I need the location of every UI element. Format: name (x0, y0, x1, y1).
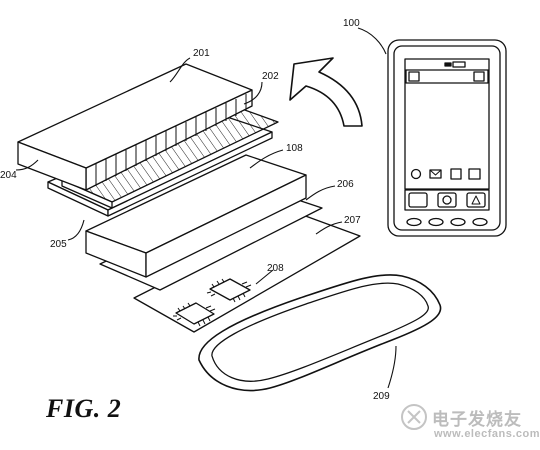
mail-icon (429, 169, 442, 179)
soft-key (428, 217, 444, 227)
browser-button (466, 192, 486, 208)
chip-icon (206, 278, 252, 303)
phone-button (408, 192, 428, 208)
chip-icon (173, 302, 216, 327)
display-module-108 (85, 154, 307, 278)
label-display-base: 205 (50, 239, 67, 250)
label-cover: 201 (193, 48, 210, 59)
watermark-logo-icon (401, 404, 427, 430)
label-layer-206: 206 (337, 179, 354, 190)
label-layer-207: 207 (344, 215, 361, 226)
label-device: 100 (343, 18, 360, 29)
housing-209 (198, 274, 442, 392)
watermark-url: www.elecfans.com (434, 428, 540, 440)
label-housing: 209 (373, 391, 390, 402)
watermark-text: 电子发烧友 (432, 410, 522, 430)
cover-layer-201 (17, 63, 253, 191)
app-icon (450, 168, 462, 180)
app-icon (410, 168, 422, 180)
label-edge: 204 (0, 170, 17, 181)
mobile-device-100 (387, 39, 507, 237)
label-touch-layer: 202 (262, 71, 279, 82)
soft-key (406, 217, 422, 227)
soft-key (472, 217, 488, 227)
label-display: 108 (286, 143, 303, 154)
figure-caption: FIG. 2 (46, 394, 122, 423)
curved-arrow-icon (289, 57, 363, 127)
soft-key (450, 217, 466, 227)
app-icon (468, 168, 481, 180)
label-chips: 208 (267, 263, 284, 274)
